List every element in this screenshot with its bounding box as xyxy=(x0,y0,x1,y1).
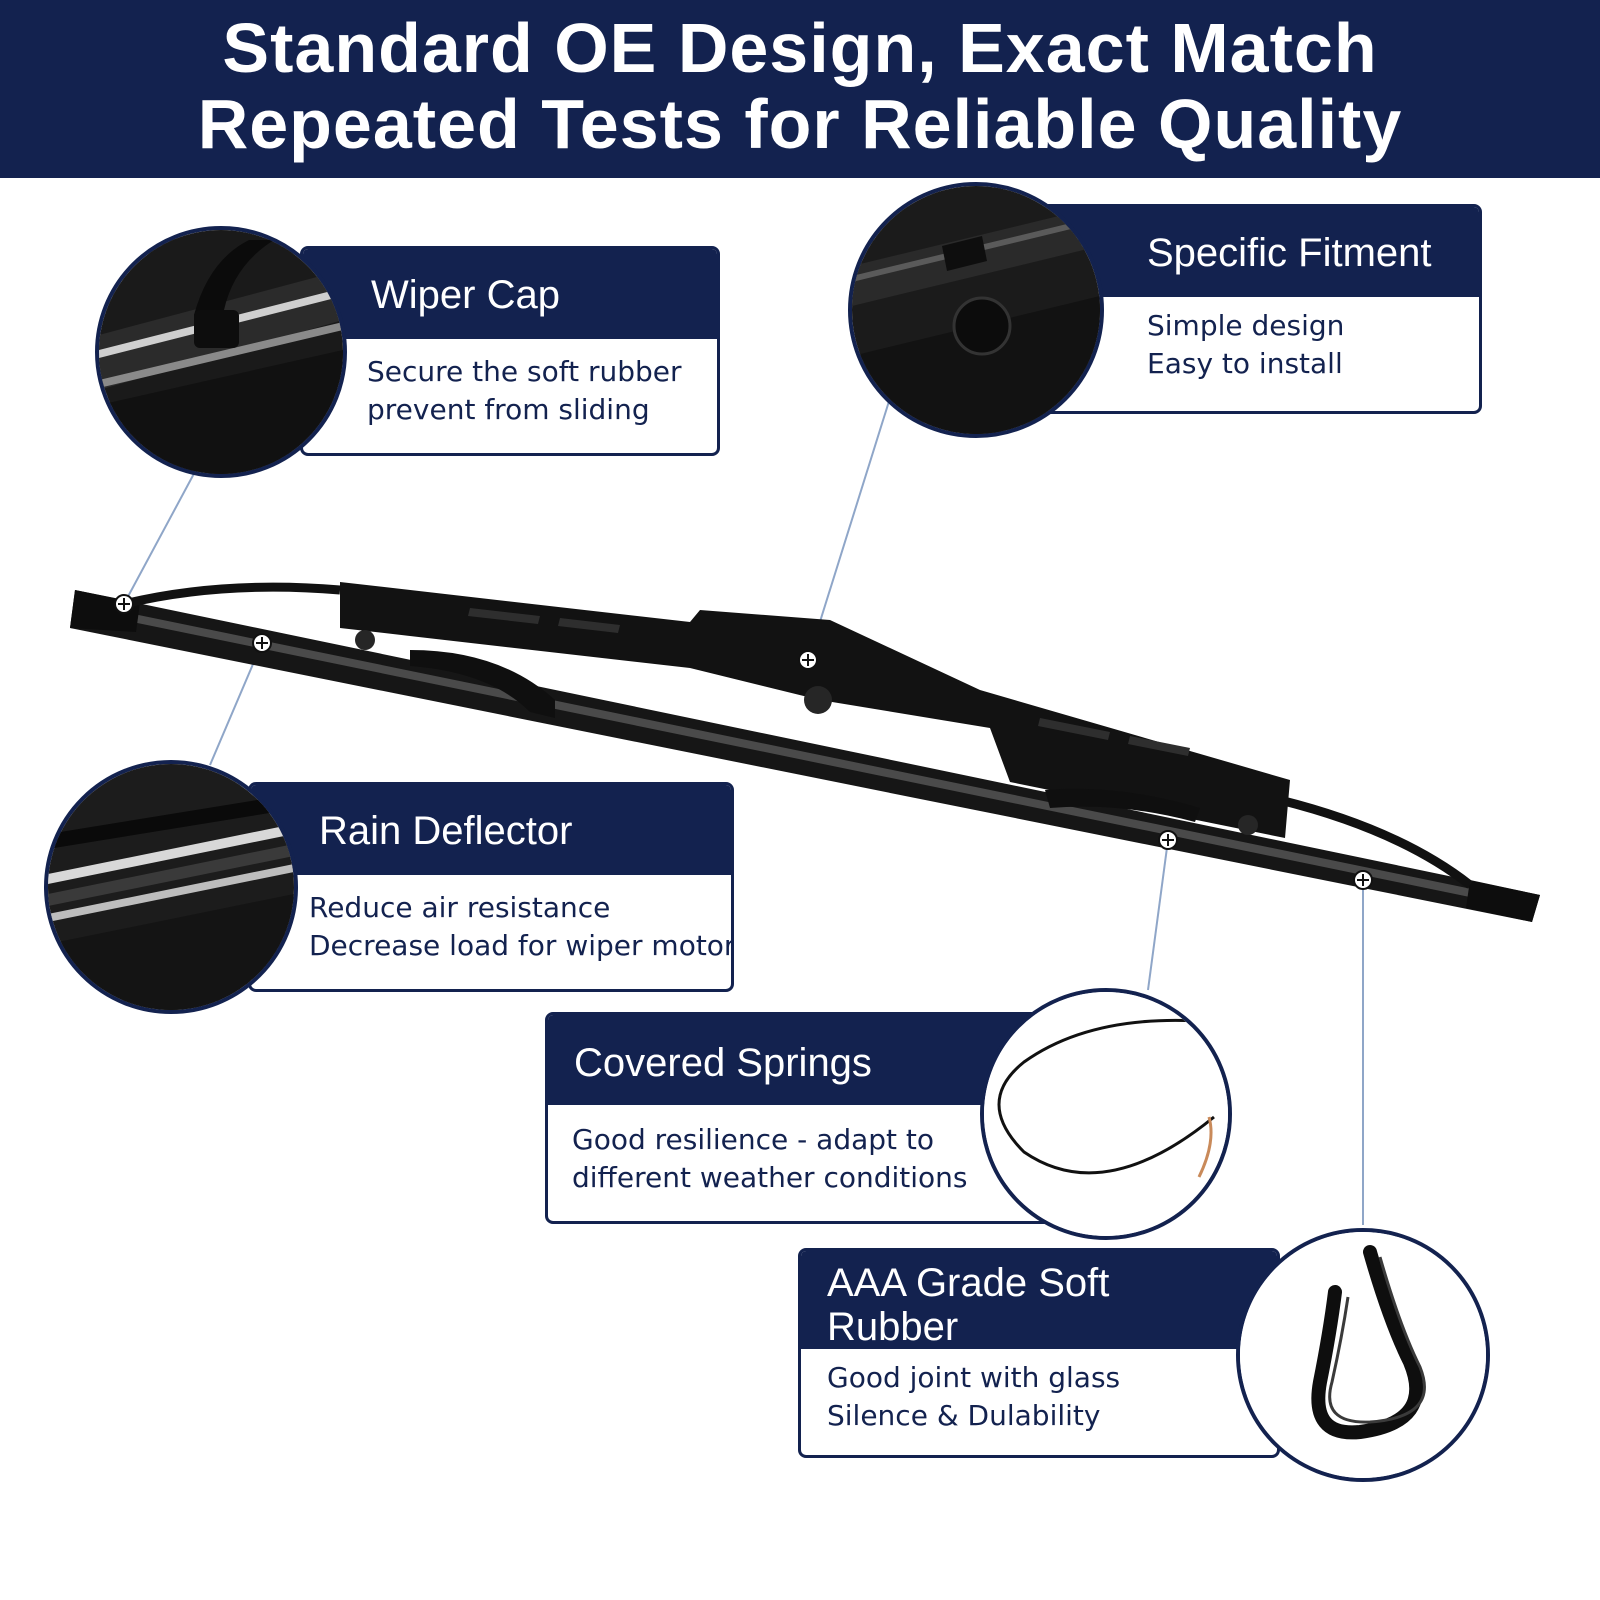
blade-body xyxy=(70,582,1540,922)
zoom-wiper-cap-image xyxy=(95,226,347,478)
headline-line-2: Repeated Tests for Reliable Quality xyxy=(197,85,1403,163)
wiper-cap-line-2: prevent from sliding xyxy=(367,393,650,426)
leader-line-wiper-cap xyxy=(123,467,198,605)
rain-deflector-line-1: Reduce air resistance xyxy=(309,891,611,924)
zoom-spring-image xyxy=(980,988,1232,1240)
soft-rubber-description: Good joint with glass Silence & Dulabili… xyxy=(801,1349,1277,1435)
specific-fitment-line-1: Simple design xyxy=(1147,309,1345,342)
soft-rubber-title-line-1: AAA Grade Soft xyxy=(827,1261,1110,1305)
specific-fitment-description: Simple design Easy to install xyxy=(1023,297,1479,383)
leader-line-springs xyxy=(1147,839,1169,991)
header-banner: Standard OE Design, Exact Match Repeated… xyxy=(0,0,1600,178)
covered-springs-line-2: different weather conditions xyxy=(572,1161,968,1194)
covered-springs-description: Good resilience - adapt to different wea… xyxy=(548,1105,1052,1197)
wiper-cap-description: Secure the soft rubber prevent from slid… xyxy=(303,339,717,429)
soft-rubber-title-line-2: Rubber xyxy=(827,1305,959,1349)
rain-deflector-title: Rain Deflector xyxy=(251,785,731,875)
rain-deflector-line-2: Decrease load for wiper motor xyxy=(309,929,734,962)
rain-deflector-card: Rain Deflector Reduce air resistance Dec… xyxy=(248,782,734,992)
covered-springs-line-1: Good resilience - adapt to xyxy=(572,1123,935,1156)
headline-line-1: Standard OE Design, Exact Match xyxy=(222,9,1378,87)
zoom-rain-deflector-image xyxy=(44,760,298,1014)
covered-springs-title: Covered Springs xyxy=(548,1015,1052,1105)
soft-rubber-card: AAA Grade Soft Rubber Good joint with gl… xyxy=(798,1248,1280,1458)
soft-rubber-line-2: Silence & Dulability xyxy=(827,1399,1101,1432)
wiper-cap-title: Wiper Cap xyxy=(303,249,717,339)
soft-rubber-title: AAA Grade Soft Rubber xyxy=(801,1251,1277,1349)
covered-springs-card: Covered Springs Good resilience - adapt … xyxy=(545,1012,1055,1224)
rain-deflector-description: Reduce air resistance Decrease load for … xyxy=(251,875,731,965)
zoom-rubber-image xyxy=(1236,1228,1490,1482)
specific-fitment-line-2: Easy to install xyxy=(1147,347,1343,380)
wiper-cap-line-1: Secure the soft rubber xyxy=(367,355,682,388)
wiper-cap-card: Wiper Cap Secure the soft rubber prevent… xyxy=(300,246,720,456)
leader-line-fitment xyxy=(807,397,891,661)
zoom-fitment-image xyxy=(848,182,1104,438)
soft-rubber-line-1: Good joint with glass xyxy=(827,1361,1121,1394)
